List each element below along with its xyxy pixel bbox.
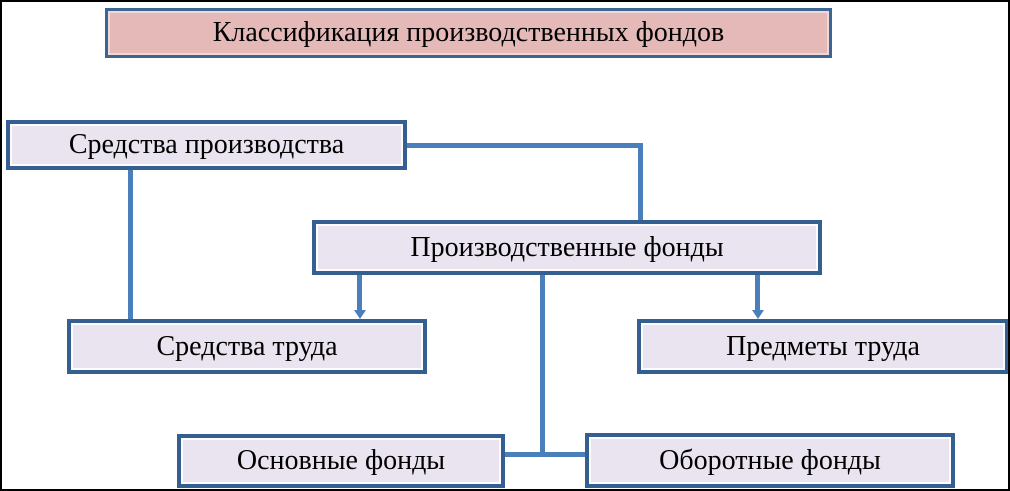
node-sredstva-truda-label: Средства труда <box>156 330 338 362</box>
node-title-label: Классификация производственных фондов <box>212 17 725 48</box>
node-predmety-truda-label: Предметы труда <box>726 330 920 362</box>
node-sredstva-proizvodstva-label: Средства производства <box>68 129 345 160</box>
connector-sredstva-proizvodstva-to-proizvodstvennye-fondy-vertical <box>638 143 643 220</box>
connector-proizvodstvennye-fondy-to-bottom-row <box>540 275 545 457</box>
node-osnovnye-fondy-label: Основные фонды <box>236 445 446 476</box>
arrowhead-to-predmety-truda <box>752 310 764 319</box>
node-sredstva-proizvodstva: Средства производства <box>6 120 407 170</box>
connector-proizvodstvennye-fondy-to-sredstva-truda <box>357 275 362 311</box>
connector-sredstva-proizvodstva-to-proizvodstvennye-fondy-horizontal <box>406 143 641 148</box>
connector-osnovnye-fondy-to-oborotnye-fondy <box>505 452 585 457</box>
arrowhead-to-sredstva-truda <box>354 310 366 319</box>
node-title: Классификация производственных фондов <box>105 8 832 58</box>
node-oborotnye-fondy-label: Оборотные фонды <box>659 444 881 476</box>
node-osnovnye-fondy: Основные фонды <box>177 434 505 488</box>
node-predmety-truda: Предметы труда <box>637 319 1008 374</box>
node-oborotnye-fondy: Оборотные фонды <box>585 433 955 488</box>
node-sredstva-truda: Средства труда <box>67 319 427 374</box>
connector-proizvodstvennye-fondy-to-predmety-truda <box>755 275 760 311</box>
node-proizvodstvennye-fondy-label: Производственные фонды <box>410 231 724 263</box>
connector-sredstva-proizvodstva-to-sredstva-truda <box>128 170 133 319</box>
node-proizvodstvennye-fondy: Производственные фонды <box>312 220 822 275</box>
